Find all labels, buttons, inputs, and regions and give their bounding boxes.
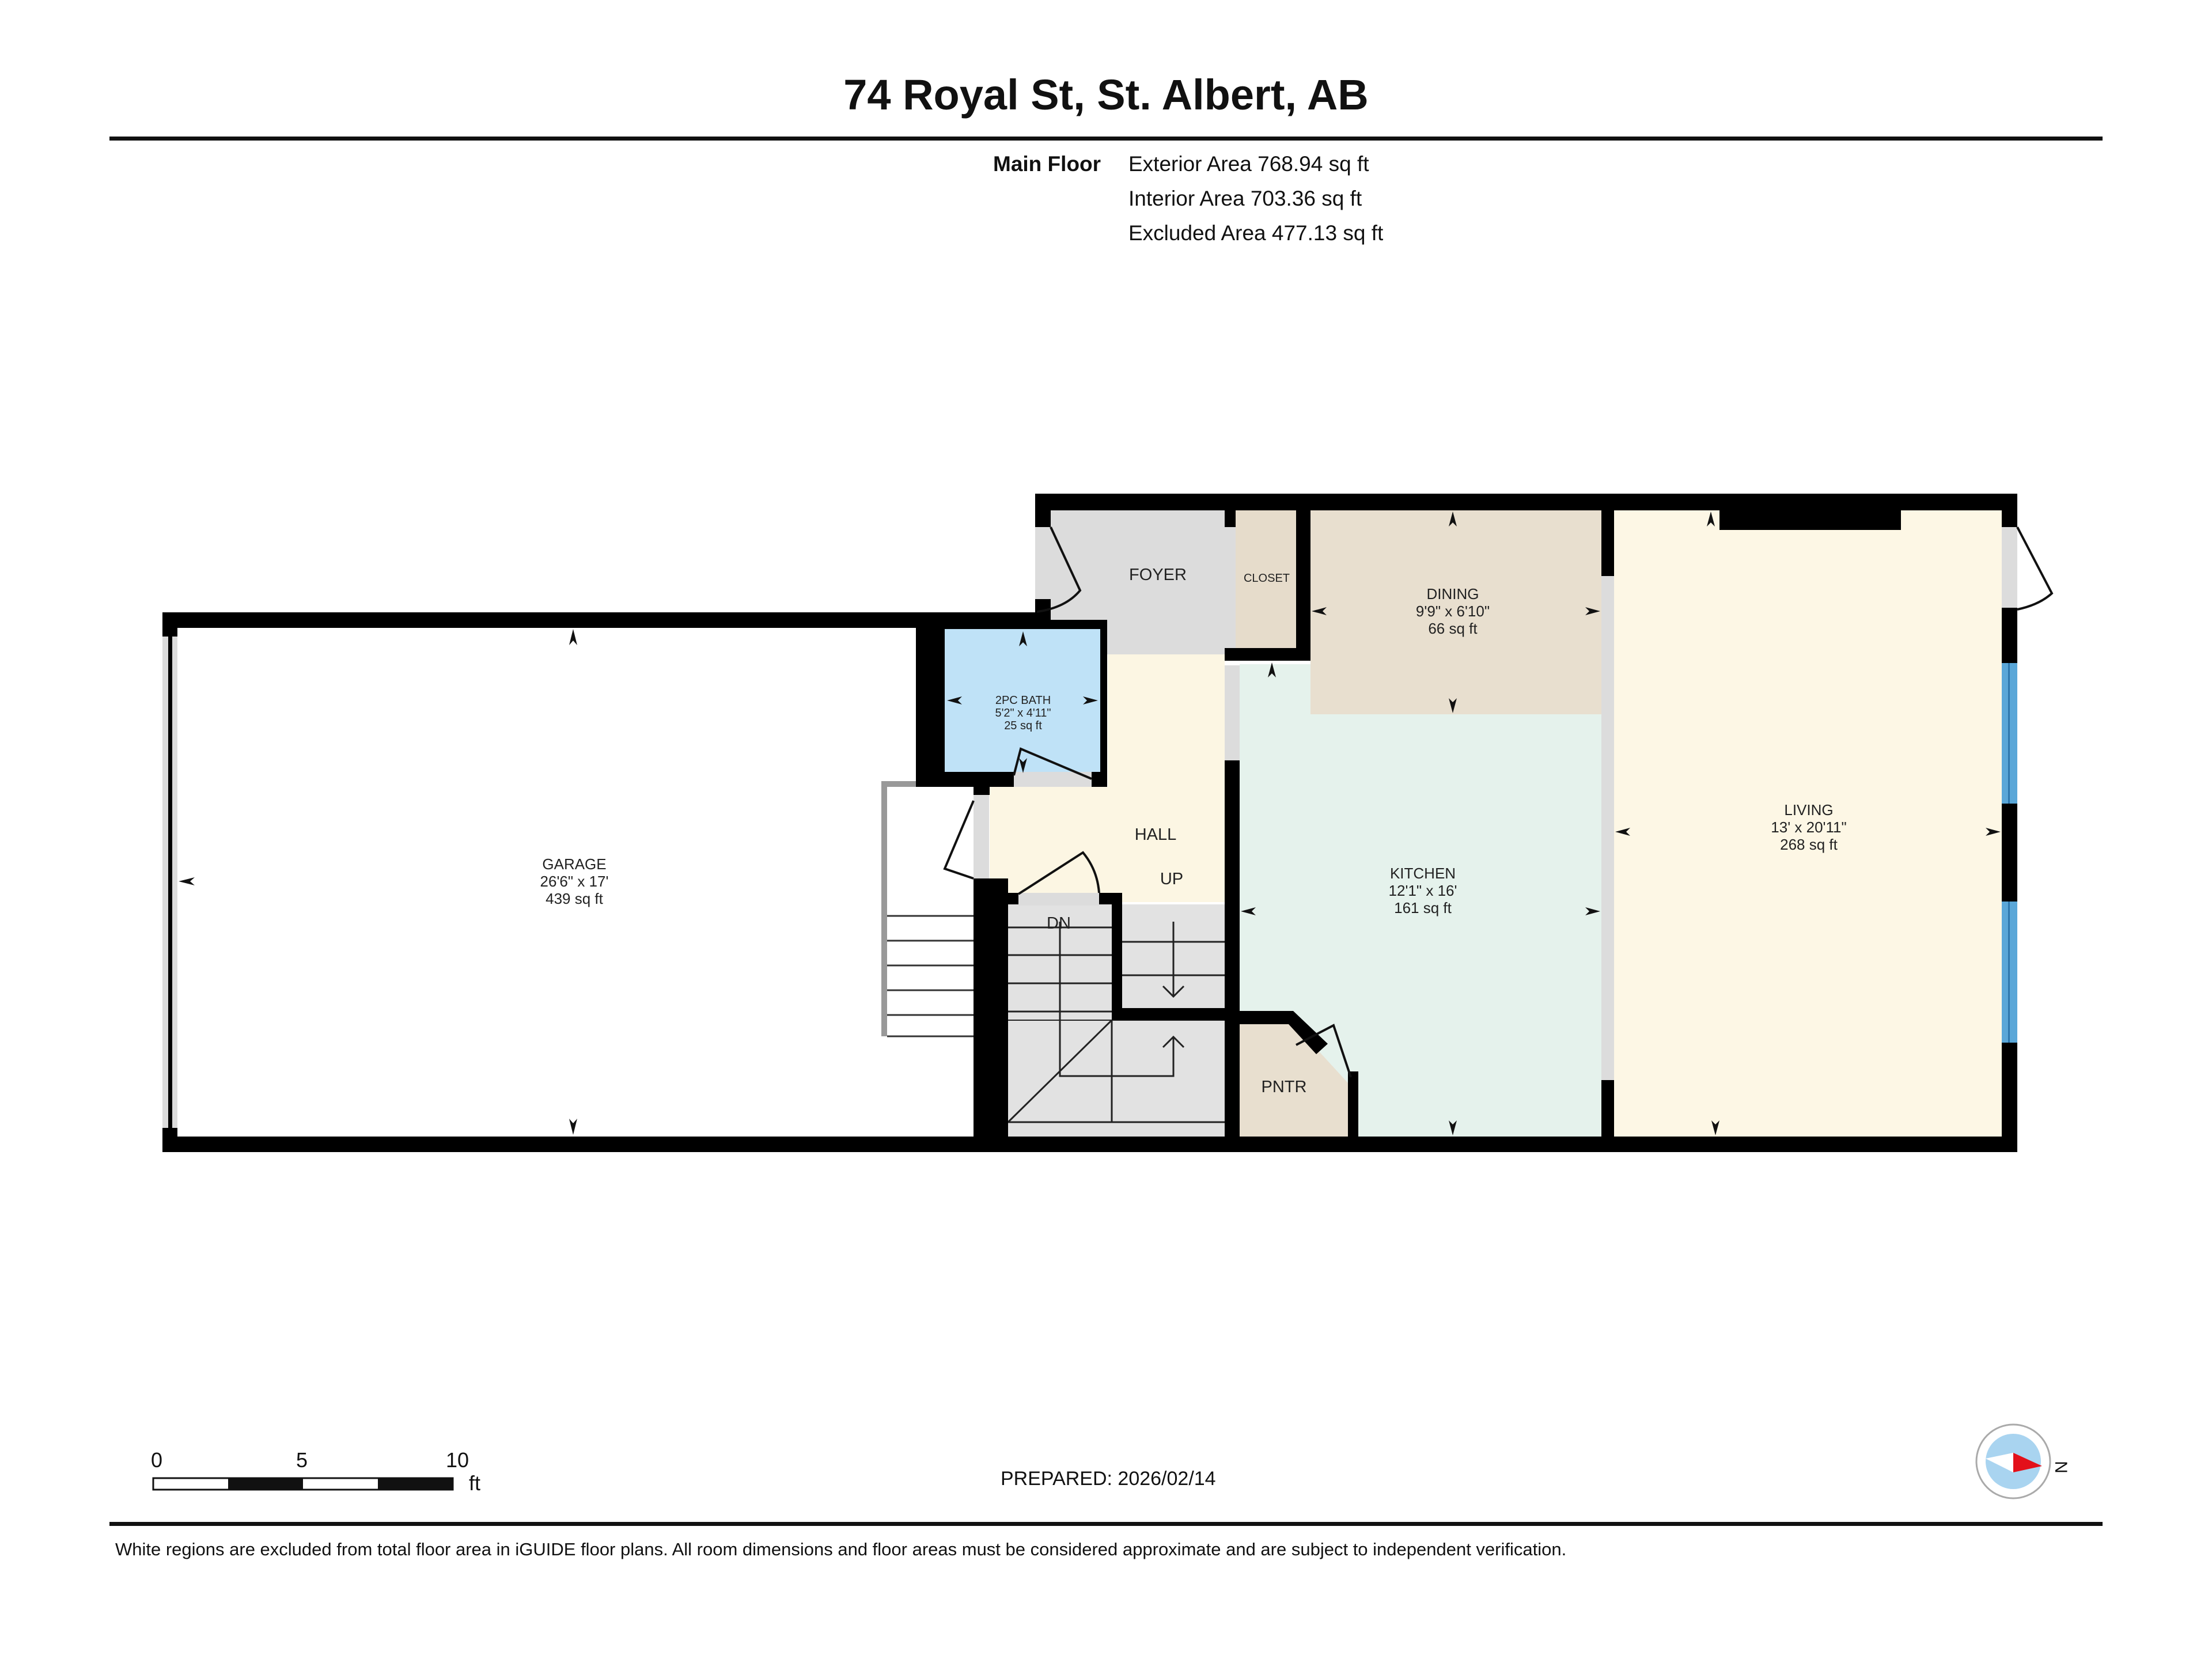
closet-opening: [1225, 527, 1236, 648]
hall-floor-lower: [990, 787, 1225, 902]
dining-living-opening: [1601, 576, 1614, 1080]
room-area: 439 sq ft: [546, 890, 603, 907]
pantry-floor: [1236, 1024, 1348, 1137]
room-dimensions: 12'1" x 16': [1388, 882, 1457, 899]
compass-north-label: N: [2051, 1461, 2070, 1474]
stairs-door-opening: [1018, 893, 1099, 906]
room-name: PNTR: [1261, 1078, 1307, 1096]
living-windows: [2002, 663, 2017, 1043]
room-name: DINING: [1426, 585, 1479, 603]
room-name: HALL: [1134, 825, 1177, 844]
footer-divider: [109, 1522, 2103, 1526]
bath-floor: [945, 629, 1100, 781]
closet-floor: [1236, 510, 1296, 649]
room-name: CLOSET: [1243, 572, 1290, 585]
room-foyer: FOYER: [1129, 566, 1187, 584]
scale-tick-10: 10: [446, 1448, 469, 1472]
room-dimensions: 5'2" x 4'11": [995, 707, 1051, 719]
stairs-up-label: UP: [1160, 870, 1184, 888]
scale-unit: ft: [469, 1471, 481, 1495]
stairs-down-label: DN: [1047, 914, 1071, 933]
room-area: 161 sq ft: [1394, 899, 1452, 916]
exterior-area: Exterior Area 768.94 sq ft: [1128, 152, 1369, 176]
room-kitchen: KITCHEN 12'1" x 16' 161 sq ft: [1389, 865, 1457, 916]
room-dimensions: 26'6" x 17': [540, 873, 609, 890]
scale-bar: [152, 1477, 454, 1491]
walls: [162, 494, 2017, 1152]
garage-steps-treads: [887, 915, 974, 1037]
room-area: 66 sq ft: [1428, 620, 1478, 637]
room-area: 25 sq ft: [1004, 719, 1042, 732]
garage-floor: [177, 628, 974, 1137]
room-name: KITCHEN: [1389, 865, 1456, 882]
floor-name-label: Main Floor: [993, 152, 1101, 176]
stairs-down-treads: [1007, 926, 1225, 1123]
compass-icon: [1975, 1423, 2051, 1499]
room-garage: GARAGE 26'6" x 17' 439 sq ft: [540, 855, 609, 907]
page-title: 74 Royal St, St. Albert, AB: [843, 71, 1369, 119]
room-name: 2PC BATH: [995, 694, 1051, 707]
interior-area: Interior Area 703.36 sq ft: [1128, 187, 1362, 210]
room-living: LIVING 13' x 20'11" 268 sq ft: [1771, 801, 1846, 853]
kitchen-floor-top: [1240, 664, 1310, 716]
room-name: FOYER: [1129, 566, 1187, 584]
header-divider: [109, 137, 2103, 141]
scale-tick-0: 0: [151, 1448, 163, 1472]
excluded-area: Excluded Area 477.13 sq ft: [1128, 221, 1384, 245]
disclaimer-text: White regions are excluded from total fl…: [115, 1539, 1567, 1559]
scale-tick-5: 5: [296, 1448, 308, 1472]
living-floor: [1614, 510, 2002, 1137]
kitchen-hall-opening: [1225, 665, 1240, 760]
room-area: 268 sq ft: [1780, 836, 1838, 853]
dimension-arrows: [179, 512, 2001, 1135]
living-door-opening: [2002, 527, 2017, 608]
stairs-landing: [1008, 1020, 1225, 1137]
room-pantry: PNTR: [1262, 1078, 1307, 1096]
room-dining: DINING 9'9" x 6'10" 66 sq ft: [1416, 585, 1490, 637]
room-name: GARAGE: [542, 855, 607, 873]
room-hall: HALL: [1135, 826, 1177, 843]
garage-steps-frame: [881, 781, 887, 1036]
room-closet: CLOSET: [1244, 572, 1290, 585]
room-bath: 2PC BATH 5'2" x 4'11" 25 sq ft: [995, 694, 1051, 732]
room-dimensions: 13' x 20'11": [1771, 819, 1847, 836]
prepared-date: PREPARED: 2026/02/14: [1001, 1468, 1216, 1490]
room-dimensions: 9'9" x 6'10": [1415, 603, 1490, 620]
garage-steps-top: [881, 781, 933, 787]
dining-floor: [1310, 510, 1601, 714]
stair-direction-arrows: [1059, 922, 1185, 1077]
garage-overhead-door-line: [168, 637, 172, 1129]
door-swings: [943, 527, 2054, 1078]
garage-door-opening: [974, 795, 989, 878]
room-name: LIVING: [1784, 801, 1834, 819]
